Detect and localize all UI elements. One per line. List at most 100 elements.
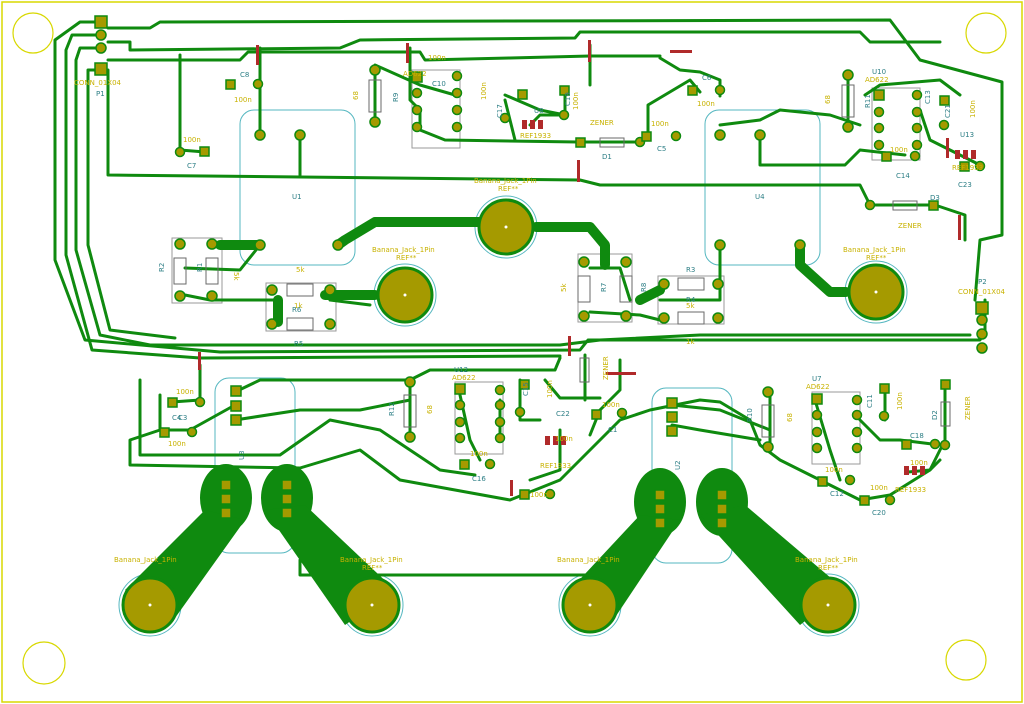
c10-reference: C10 [432,80,446,88]
c21-value: 100n [969,100,977,118]
r1-value: 5k [232,272,240,281]
c5-value: 100n [651,120,669,128]
u8-reference: U8 [534,107,544,115]
d4-part-label: ZENER [602,356,610,380]
c17-value: 100n [480,82,488,100]
c3-reference: C3 [178,414,187,422]
c8-value: 100n [234,96,252,104]
c3-value: 100n [176,388,194,396]
c16-value: 100n [470,450,488,458]
u10-reference: U10 [872,68,886,76]
c7-value: 100n [183,136,201,144]
d2-reference: D2 [931,410,939,420]
u8-part-label: REF1933 [520,132,551,140]
r11-reference: R11 [864,94,872,108]
mounting-hole-bl [22,641,66,685]
c4-reference: C4 [172,414,182,422]
passive-bodies [173,79,951,438]
r7-value: 5k [560,283,568,292]
u4-reference: U4 [755,193,765,201]
r1-reference: R1 [196,263,204,272]
u12-reference: U12 [454,366,468,374]
r2-reference: R2 [158,263,166,272]
jack-left-ref: REF** [396,254,417,262]
r3-value: 1k [686,338,695,346]
u3-reference: U3 [238,450,246,460]
c22-reference: C22 [556,410,570,418]
c19-value: 100n [572,92,580,110]
u13-part-label: REF1933 [952,164,983,172]
r9-value: 68 [352,91,360,100]
u2-reference: U2 [674,460,682,470]
r6-value: 5k [296,266,305,274]
c13-reference: C13 [924,90,932,104]
c11-value: 100n [896,392,904,410]
c21-reference: C21 [944,104,952,118]
c10-value: 100n [428,54,446,62]
u7-reference: U7 [812,375,822,383]
r10-value: 68 [786,413,794,422]
d3-reference: D3 [930,194,940,202]
c11-reference: C11 [866,394,874,408]
r5-value: 1k [294,302,303,310]
jack-left-label: Banana_Jack_1Pin [372,246,435,254]
c6-value: 100n [697,100,715,108]
u11-part-label: AD622 [865,76,889,84]
c5-reference: C5 [657,145,666,153]
r5-reference: R5 [294,340,303,348]
c15-reference: C15 [522,382,530,396]
jack-bottom-4-ref: REF** [818,564,839,572]
r11-value: 68 [824,95,832,104]
jack-right-label: Banana_Jack_1Pin [843,246,906,254]
p1-connector-label: CONN_01X04 [74,79,122,87]
c4-value: 100n [168,440,186,448]
p2-connector-label: CONN_01X04 [958,288,1006,296]
u13-reference: U13 [960,131,974,139]
r10-reference: R10 [746,408,754,422]
d3-part-label: ZENER [898,222,922,230]
u9-part-label: AD622 [403,70,427,78]
jack-right-ref: REF** [866,254,887,262]
mounting-hole-tr [965,12,1007,54]
u1-reference: U1 [292,193,302,201]
jack-pads [125,464,845,625]
c6-reference: C6 [702,74,712,82]
silkscreen-labels: CONN_01X04 P1 P2 CONN_01X04 AD622 AD622 … [74,54,1006,572]
c1-value: 100n [602,401,620,409]
c7-reference: C7 [187,162,196,170]
d2-part-label: ZENER [964,396,972,420]
mounting-hole-tl [12,12,54,54]
c20-value: 100n [870,484,888,492]
r6-reference: R6 [292,306,302,314]
u15-part-label: REF1933 [895,486,926,494]
c20-reference: C20 [872,509,886,517]
jack-bottom-4-label: Banana_Jack_1Pin [795,556,858,564]
c12-value: 100n [825,466,843,474]
u7-part-label: AD622 [806,383,830,391]
c18-reference: C18 [910,432,924,440]
c18-value: 100n [910,459,928,467]
r3-reference: R3 [686,266,695,274]
d1-part-label: ZENER [590,119,614,127]
jack-bottom-2-ref: REF** [362,564,383,572]
c17-reference: C17 [496,104,504,118]
banana-jacks [121,198,905,634]
d1-reference: D1 [602,153,612,161]
jack-bottom-2-label: Banana_Jack_1Pin [340,556,403,564]
r7-reference: R7 [600,283,608,292]
c16-reference: C16 [472,475,486,483]
r12-reference: R12 [388,402,396,416]
c1-reference: C1 [608,426,617,434]
smd-pads [198,40,976,496]
p2-reference: P2 [978,278,987,286]
r4-reference: R4 [686,296,696,304]
r4-value: 5k [686,302,695,310]
c15-value: 100n [546,380,554,398]
jack-bottom-1-label: Banana_Jack_1Pin [114,556,177,564]
jack-top-center-ref: REF** [498,185,519,193]
mounting-hole-br [945,639,987,681]
c12-reference: C12 [830,490,844,498]
c23-reference: C23 [958,181,972,189]
